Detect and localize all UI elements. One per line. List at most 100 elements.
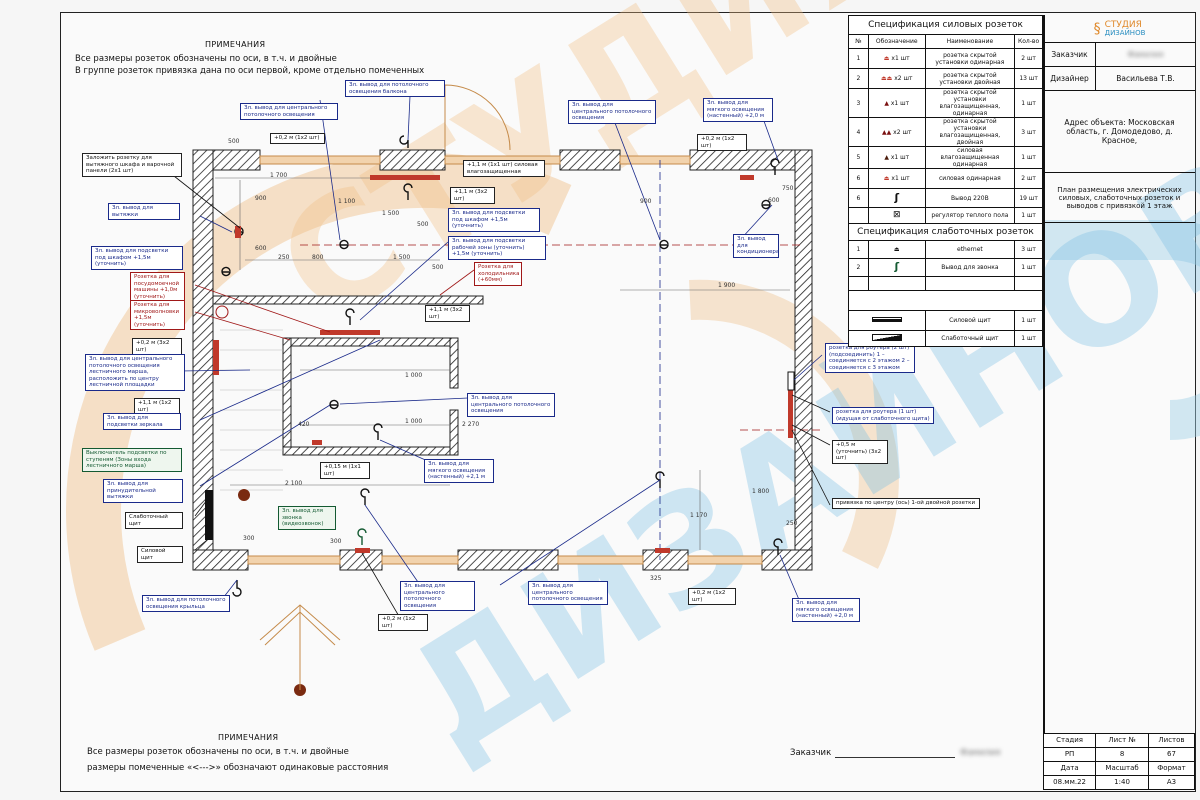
wall xyxy=(449,409,459,456)
title-block-divider xyxy=(1043,15,1045,790)
wire-outlet-symbol xyxy=(221,266,231,277)
window xyxy=(247,555,341,565)
wall xyxy=(282,337,459,347)
dimension-label: 1 000 xyxy=(405,372,423,379)
symbol-qty: x1 шт xyxy=(890,154,910,161)
dimension-label: 1 100 xyxy=(338,198,356,205)
wall xyxy=(192,549,249,571)
dimension-label: 420 xyxy=(298,421,310,428)
socket-group xyxy=(213,340,219,375)
stage-value: РП xyxy=(1042,747,1097,762)
item-qty: 2 шт xyxy=(1014,48,1043,69)
designer-value: Васильева Т.В. xyxy=(1116,74,1175,83)
callout: Зл. вывод для подсветки зеркала xyxy=(103,413,181,430)
callout: Зл. вывод для центрального потолочного о… xyxy=(240,103,338,120)
window xyxy=(381,555,459,565)
row-number: 4 xyxy=(848,117,869,147)
dimension-label: 1 900 xyxy=(718,282,736,289)
callout: +0,2 м (3x2 шт) xyxy=(132,338,182,355)
callout: +1,1 м (3x2 шт) xyxy=(425,305,470,322)
ethernet-socket-icon: ⏏ xyxy=(893,246,900,253)
wire-outlet-symbol xyxy=(232,580,242,597)
ethernet-socket-group xyxy=(787,371,795,391)
callout: Выключатель подсветки по ступеням (Зоны … xyxy=(82,448,182,472)
power-socket-icon: ⏏ xyxy=(883,175,890,182)
dimension-label: 500 xyxy=(432,264,444,271)
socket-group xyxy=(312,440,322,445)
callout: Зл. вывод для мягкого освещения (настенн… xyxy=(703,98,773,122)
scale-label: Масштаб xyxy=(1095,761,1149,776)
waterproof-socket-icon: ▲ xyxy=(884,99,889,107)
row-number: 3 xyxy=(848,88,869,118)
wire-outlet-symbol xyxy=(770,158,780,175)
wire-outlet-symbol xyxy=(360,488,370,505)
date-value: 08.мм.22 xyxy=(1042,775,1097,790)
notes-bottom-title: ПРИМЕЧАНИЯ xyxy=(218,733,279,742)
wall xyxy=(457,549,559,571)
notes-top-line: Все размеры розеток обозначены по оси, в… xyxy=(75,54,337,64)
callout: +0,2 м (1x2 шт) xyxy=(270,133,325,144)
item-qty: 1 шт xyxy=(1014,88,1043,118)
customer-sign-label: Заказчик xyxy=(790,748,832,758)
socket-group xyxy=(740,175,754,180)
low-voltage-panel-symbol xyxy=(205,490,213,540)
ceiling-light-symbol xyxy=(238,489,250,501)
callout: розетка для роутера (1 шт) (идущая от сл… xyxy=(832,407,934,424)
item-qty: 3 шт xyxy=(1014,117,1043,147)
callout: +1,1 м (3x2 шт) xyxy=(450,187,495,204)
sheets-value: 67 xyxy=(1147,747,1196,762)
symbol-qty: x1 шт xyxy=(891,55,910,62)
wire-outlet-symbol xyxy=(659,239,669,250)
dimension-label: 1 170 xyxy=(690,512,708,519)
format-label: Формат xyxy=(1147,761,1196,776)
notes-bottom-line: размеры помеченные «<--->» обозначают од… xyxy=(87,763,389,773)
item-name: силовая одинарная xyxy=(924,168,1016,189)
item-qty: 13 шт xyxy=(1014,68,1043,89)
socket-symbol xyxy=(215,305,229,319)
dimension-label: 750 xyxy=(782,185,794,192)
wire-outlet-symbol xyxy=(399,135,409,148)
item-name: розетка скрытой установки двойная xyxy=(924,68,1016,89)
dimension-label: 600 xyxy=(255,245,267,252)
dimension-label: 250 xyxy=(278,254,290,261)
notes-bottom-line: Все размеры розеток обозначены по оси, в… xyxy=(87,747,349,757)
item-name: розетка скрытой установки одинарная xyxy=(924,48,1016,69)
callout: Розетка для микроволновки +1,5м (уточнит… xyxy=(130,300,185,330)
symbol-qty: x1 шт xyxy=(890,99,910,107)
power-panel-icon xyxy=(871,317,902,322)
callout: +0,2 м (1x2 шт) xyxy=(378,614,428,631)
sheet-title: План размещения электрических силовых, с… xyxy=(1044,173,1195,223)
callout: +0,2 м (1x2 шт) xyxy=(697,134,747,151)
low-voltage-spec-title: Спецификация слаботочных розеток xyxy=(848,223,1043,241)
wire-outlet-symbol xyxy=(403,183,413,200)
wire-outlet-symbol xyxy=(773,538,783,555)
item-name: Слаботочный щит xyxy=(924,330,1016,347)
wall xyxy=(212,295,484,305)
wire-outlet-symbol xyxy=(655,471,665,488)
dimension-label: 600 xyxy=(768,197,780,204)
date-label: Дата xyxy=(1042,761,1097,776)
row-number: 2 xyxy=(848,68,869,89)
item-qty: 2 шт xyxy=(1014,168,1043,189)
callout: Розетка для холодильника (+60мм) xyxy=(474,262,522,286)
signature-line xyxy=(835,757,955,758)
socket-group xyxy=(235,226,241,238)
floor-heating-regulator-icon: ⊠ xyxy=(892,210,901,220)
item-name: Вывод для звонка xyxy=(924,258,1016,277)
customer-sign-value: Фамилия xyxy=(960,748,1001,758)
wall xyxy=(689,149,813,171)
item-name: ethernet xyxy=(924,240,1016,259)
dimension-label: 800 xyxy=(312,254,324,261)
format-value: А3 xyxy=(1147,775,1196,790)
callout: Зл. вывод для вытяжки xyxy=(108,203,180,220)
door-swing xyxy=(444,84,511,151)
sheets-label: Листов xyxy=(1147,733,1196,748)
low-voltage-panel-icon xyxy=(871,334,902,341)
callout: Зл. вывод для мягкого освещения (настенн… xyxy=(792,598,860,622)
